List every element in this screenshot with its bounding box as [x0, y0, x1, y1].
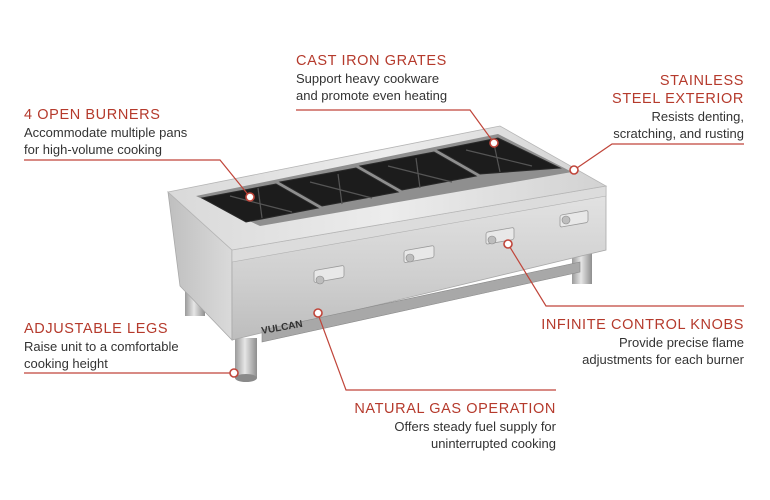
knob-2: [403, 245, 435, 263]
marker-exterior: [569, 165, 579, 175]
callout-desc-line: Accommodate multiple pans: [24, 125, 188, 140]
callout-title: CAST IRON GRATES: [296, 53, 447, 69]
callout-title: NATURAL GAS OPERATION: [354, 401, 556, 417]
callout-title: STEEL EXTERIOR: [612, 91, 744, 107]
callout-desc-line: Provide precise flame: [619, 335, 744, 350]
drip-tray: [261, 261, 581, 343]
leader-knobs: [507, 243, 744, 307]
callout-desc-line: uninterrupted cooking: [430, 436, 556, 451]
callout-cast-iron-grates: CAST IRON GRATES Support heavy cookware …: [296, 52, 447, 104]
leader-lines: [24, 109, 744, 391]
marker-dots: [229, 138, 579, 378]
marker-grates: [489, 138, 499, 148]
marker-gas: [313, 308, 323, 318]
callout-title: ADJUSTABLE LEGS: [24, 321, 169, 337]
leader-grates: [296, 109, 495, 144]
marker-knobs: [503, 239, 513, 249]
callout-desc-line: Offers steady fuel supply for: [394, 419, 556, 434]
leg-front-left: [235, 338, 257, 378]
marker-legs: [229, 368, 239, 378]
callout-natural-gas: NATURAL GAS OPERATION Offers steady fuel…: [354, 400, 556, 452]
callout-title: STAINLESS: [659, 73, 744, 89]
callout-desc-line: for high-volume cooking: [24, 142, 163, 157]
callout-desc-line: scratching, and rusting: [613, 126, 744, 141]
callout-desc-line: Support heavy cookware: [296, 71, 440, 86]
leader-exterior: [573, 143, 744, 171]
cast-iron-grates: [200, 137, 562, 223]
callout-open-burners: 4 OPEN BURNERS Accommodate multiple pans…: [24, 106, 187, 158]
callout-adjustable-legs: ADJUSTABLE LEGS Raise unit to a comforta…: [24, 320, 179, 372]
knob-4: [559, 210, 589, 228]
callout-desc-line: cooking height: [24, 356, 108, 371]
callout-desc-line: and promote even heating: [296, 88, 448, 103]
leg-foot: [235, 374, 257, 382]
leader-burners: [24, 159, 251, 198]
callout-desc-line: Resists denting,: [651, 109, 745, 124]
legs: [185, 252, 592, 382]
callout-title: INFINITE CONTROL KNOBS: [541, 317, 744, 333]
marker-burners: [245, 192, 255, 202]
callout-control-knobs: INFINITE CONTROL KNOBS Provide precise f…: [541, 316, 744, 368]
callout-title: 4 OPEN BURNERS: [24, 107, 161, 123]
callout-desc-line: adjustments for each burner: [582, 352, 744, 367]
leader-gas: [317, 313, 556, 391]
leg-back-right: [572, 252, 592, 284]
callout-desc-line: Raise unit to a comfortable: [24, 339, 179, 354]
knob-1: [313, 265, 345, 285]
callout-stainless-exterior: STAINLESS STEEL EXTERIOR Resists denting…: [612, 72, 744, 142]
